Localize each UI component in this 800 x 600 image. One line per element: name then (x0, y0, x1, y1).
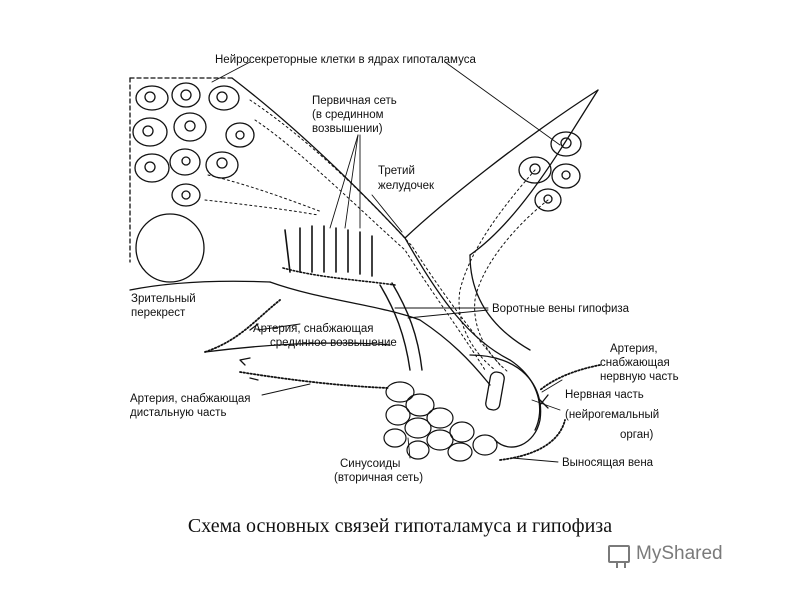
leader-lines (211, 61, 563, 463)
figure-caption: Схема основных связей гипоталамуса и гип… (187, 515, 613, 537)
watermark-text: MyShared (636, 543, 723, 564)
label-median-artery-2: срединное возвышение (270, 337, 397, 349)
label-sinusoids-2: (вторичная сеть) (334, 472, 423, 484)
neural-part (469, 354, 542, 448)
median-eminence-artery (204, 299, 391, 366)
label-sinusoids-1: Синусоиды (340, 458, 400, 470)
label-neural-artery-3: нервную часть (600, 371, 679, 383)
label-neural-artery-2: снабжающая (600, 357, 670, 369)
distal-part-artery (239, 371, 389, 389)
label-primary-net-3: возвышении) (312, 123, 383, 135)
efferent-vein (499, 394, 566, 461)
optic-chiasm (135, 213, 205, 283)
portal-veins (379, 282, 423, 371)
label-optic-chiasm-1: Зрительный (131, 293, 196, 305)
neurosecretory-cells-right (518, 131, 582, 212)
label-primary-net-1: Первичная сеть (312, 95, 397, 107)
neural-part-artery (539, 364, 601, 391)
label-third-ventricle-2: желудочек (378, 180, 435, 192)
third-ventricle-outline (231, 77, 599, 239)
label-distal-artery-2: дистальную часть (130, 407, 226, 419)
label-distal-artery-1: Артерия, снабжающая (130, 393, 251, 405)
label-neural-part-1: Нервная часть (565, 389, 644, 401)
label-portal-veins: Воротные вены гипофиза (492, 303, 630, 315)
label-neural-artery-1: Артерия, (610, 343, 658, 355)
label-third-ventricle-1: Третий (378, 165, 415, 177)
presentation-screen-icon (608, 545, 630, 568)
label-optic-chiasm-2: перекрест (131, 307, 186, 319)
pituitary-stalk (269, 281, 491, 386)
label-efferent-vein: Выносящая вена (562, 457, 654, 469)
label-neural-part-3: орган) (620, 429, 653, 441)
label-primary-net-2: (в срединном (312, 109, 384, 121)
primary-capillary-net (282, 225, 396, 286)
neurosecretory-cells-left (132, 82, 255, 207)
axon-tracts (204, 99, 549, 373)
sinusoids-secondary-net (383, 381, 498, 462)
label-neural-part-2: (нейрогемальный (565, 409, 659, 421)
watermark: MyShared (608, 540, 778, 568)
label-median-artery-1: Артерия, снабжающая (253, 323, 374, 335)
label-neurosecretory-cells: Нейросекреторные клетки в ядрах гипотала… (215, 54, 476, 66)
